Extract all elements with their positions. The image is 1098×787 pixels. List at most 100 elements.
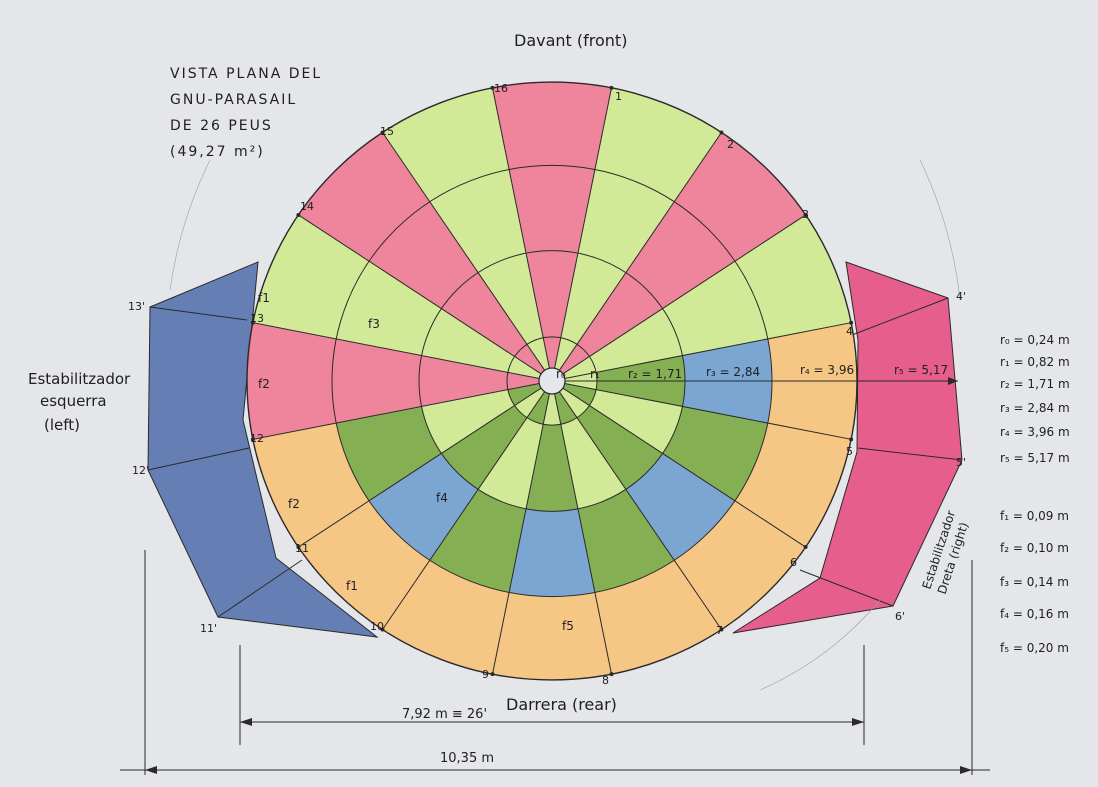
stab-line-13 (149, 306, 248, 321)
seam-4 (562, 214, 806, 375)
seam-14 (252, 322, 540, 380)
canopy-panel-13-band-4 (247, 322, 337, 440)
left-stabilizer (147, 261, 379, 638)
stab-point-12p: 12' (132, 464, 149, 477)
seam-8 (558, 391, 722, 630)
canopy-panel-9-band-1 (543, 393, 561, 426)
seam-3 (558, 132, 722, 371)
canopy-panel-12-band-2 (421, 389, 515, 454)
canopy-panel-8-band-3 (577, 489, 675, 593)
canopy-panel-4-band-4 (734, 214, 852, 339)
canopy-panel-14-band-1 (507, 356, 542, 379)
left-stabilizer-label-3: (left) (44, 416, 80, 434)
canopy-panel-1-band-1 (543, 336, 561, 369)
canopy-panel-6-band-1 (562, 383, 597, 406)
canopy-panel-10-band-4 (382, 560, 510, 675)
seam-point-6 (849, 437, 854, 442)
seam-12 (298, 387, 542, 548)
panel-number-9: 9 (482, 668, 489, 681)
left-stabilizer-label-1: Estabilitzador (28, 370, 131, 388)
panel-number-labels: 1 2 3 4 5 6 7 8 9 10 11 12 13 14 15 16 (250, 82, 853, 687)
stab-line-5 (857, 447, 963, 461)
radii-legend-4: r₄ = 3,96 m (1000, 425, 1070, 439)
canopy-panel-10-band-2 (478, 417, 544, 509)
f3-label: f3 (368, 317, 380, 331)
f-legend-0: f₁ = 0,09 m (1000, 509, 1069, 523)
stab-point-13p: 13' (128, 300, 145, 313)
canopy-panel-15-band-2 (441, 272, 527, 357)
title-line-4: (49,27 m²) (170, 144, 265, 160)
seam-point-15 (296, 212, 301, 217)
canopy-panel-4-band-3 (662, 261, 768, 356)
seam-point-5 (849, 320, 854, 325)
dim-inner-label: 7,92 m ≡ 26' (402, 707, 487, 722)
canopy-panel-11-band-4 (298, 500, 430, 630)
seam-15 (298, 214, 542, 375)
canopy-panel-4-band-1 (562, 356, 597, 379)
seam-point-1 (490, 85, 495, 90)
title-line-1: VISTA PLANA DEL (170, 66, 322, 82)
canopy-panel-3-band-1 (559, 344, 590, 374)
canopy-panel-1-band-3 (509, 165, 595, 254)
canopy-panel-4-band-2 (589, 308, 683, 373)
panel-number-1: 1 (615, 90, 622, 103)
panel-number-16: 16 (494, 82, 508, 95)
f-legend-1: f₂ = 0,10 m (1000, 541, 1069, 555)
seam-point-9 (609, 672, 614, 677)
seam-point-4 (803, 212, 808, 217)
panel-number-13: 13 (250, 312, 264, 325)
construction-arc-bottom (759, 599, 881, 691)
panel-number-11: 11 (295, 542, 309, 555)
seam-16 (382, 132, 546, 371)
f4-label: f4 (436, 491, 448, 505)
radius-dimension-arrows (565, 377, 958, 385)
dim-arrow-outer-right (960, 766, 972, 774)
panel-number-14: 14 (300, 200, 314, 213)
seam-10 (492, 393, 550, 675)
panel-number-8: 8 (602, 674, 609, 687)
radii-legend-5: r₅ = 5,17 m (1000, 451, 1070, 465)
canopy-panel-8-band-4 (594, 560, 722, 675)
f2-left-label: f2 (258, 377, 270, 391)
title-block: VISTA PLANA DEL GNU-PARASAIL DE 26 PEUS … (170, 66, 322, 160)
seam-1 (492, 87, 550, 369)
dim-arrow-inner-right (852, 718, 864, 726)
seam-point-7 (803, 545, 808, 550)
construction-arc-right (919, 159, 961, 301)
canopy-panel-7-band-3 (625, 453, 735, 561)
f-legend-2: f₃ = 0,14 m (1000, 575, 1069, 589)
radii-legend-3: r₃ = 2,84 m (1000, 401, 1070, 415)
r0-label: r₀ (556, 367, 566, 381)
canopy-panel-7-band-2 (577, 405, 663, 490)
canopy-panel-15-band-3 (369, 201, 479, 309)
seam-5 (564, 322, 852, 380)
canopy-panel-12-band-3 (336, 406, 442, 501)
seam-point-11 (380, 627, 385, 632)
stab-point-11p: 11' (200, 622, 217, 635)
panel-number-6: 6 (790, 556, 797, 569)
canopy-panel-16-band-3 (429, 169, 527, 273)
canopy-panel-2-band-3 (577, 169, 675, 273)
panel-number-4: 4 (846, 325, 853, 338)
canopy-panel-2-band-4 (594, 87, 722, 202)
r4-label: r₄ = 3,96 (800, 363, 854, 377)
canopy-panel-6-band-4 (734, 423, 852, 548)
seam-point-2 (609, 85, 614, 90)
f-legend-3: f₄ = 0,16 m (1000, 607, 1069, 621)
r3-label: r₃ = 2,84 (706, 365, 760, 379)
rear-label: Darrera (rear) (506, 695, 617, 714)
canopy-sectors (247, 82, 858, 680)
f-legend: f₁ = 0,09 m f₂ = 0,10 m f₃ = 0,14 m f₄ =… (1000, 509, 1069, 655)
canopy-panel-6-band-2 (589, 389, 683, 454)
seam-7 (562, 387, 806, 548)
stab-line-4 (851, 297, 949, 336)
canopy-panel-9-band-4 (492, 592, 612, 680)
radii-legend-1: r₁ = 0,82 m (1000, 355, 1070, 369)
canopy-panel-6-band-3 (662, 406, 768, 501)
canopy-panel-11-band-3 (369, 453, 479, 561)
dim-outer-label: 10,35 m (440, 751, 494, 766)
f5-label: f5 (562, 619, 574, 633)
canopy-panel-10-band-1 (526, 391, 550, 425)
canopy-panel-12-band-1 (507, 383, 542, 406)
